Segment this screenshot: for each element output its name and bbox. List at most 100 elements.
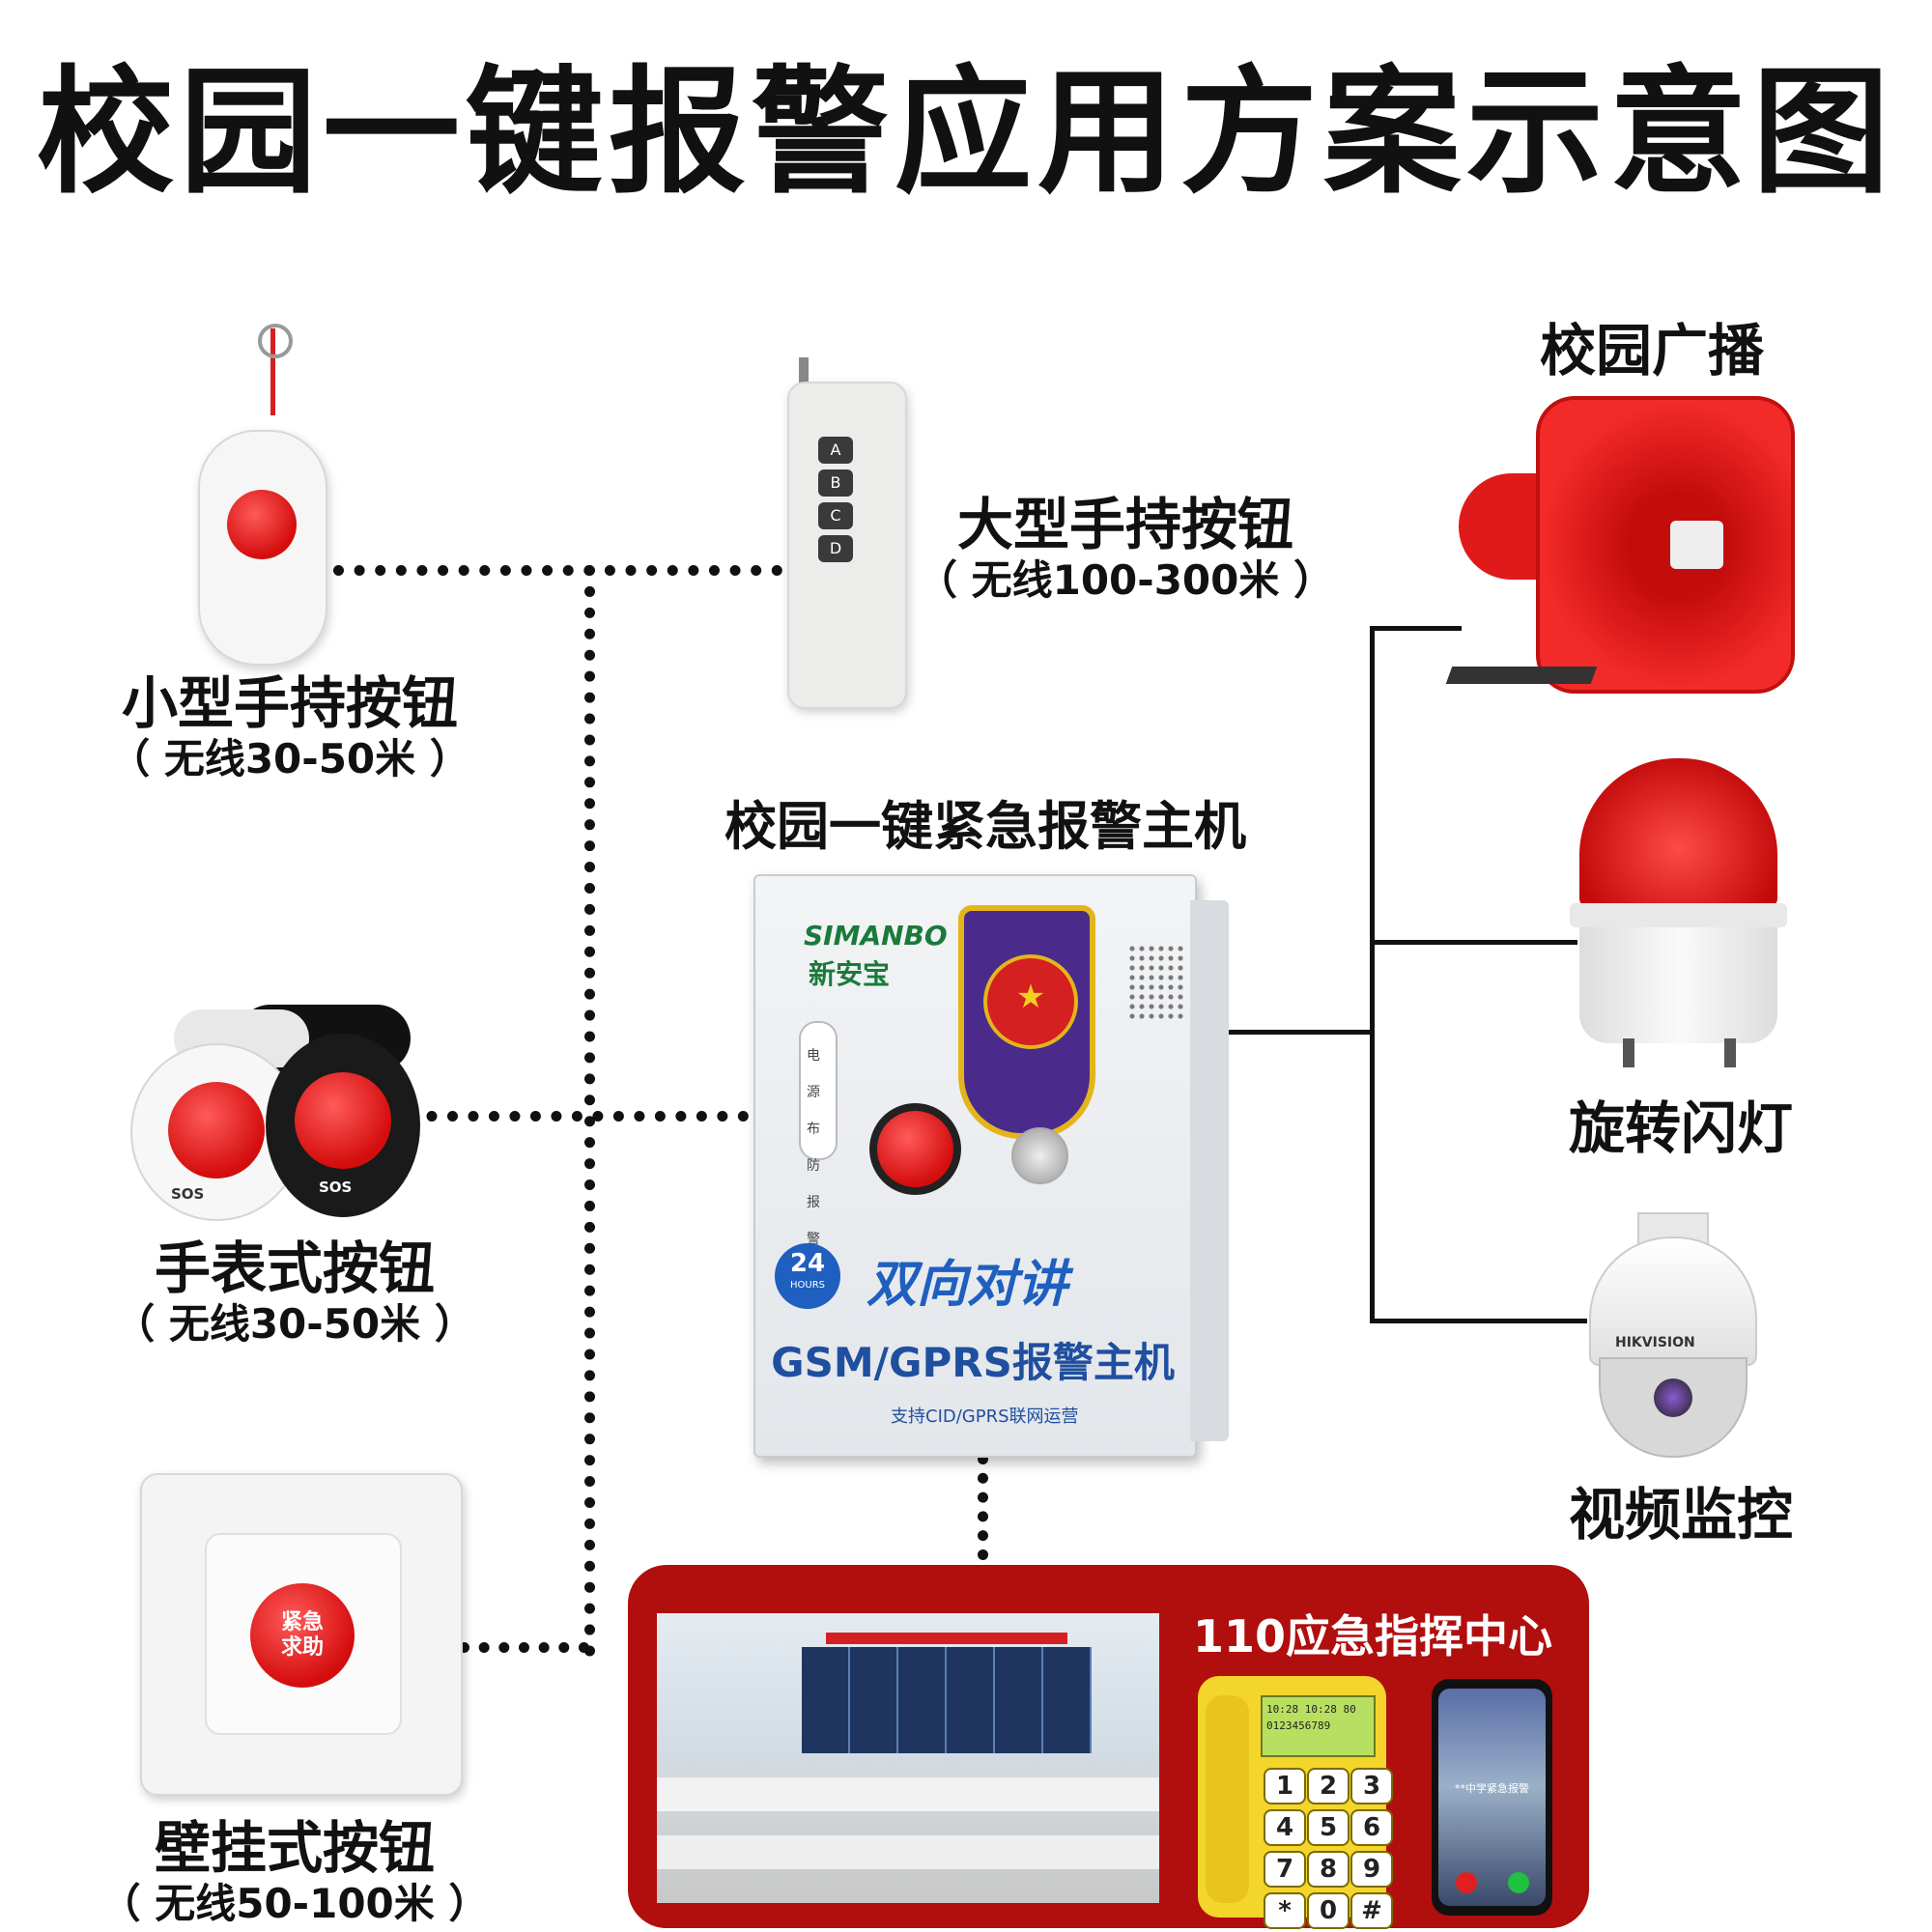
- strobe-ring: [1570, 903, 1787, 927]
- phone-lcd-line1: 10:28 10:28 80: [1266, 1703, 1356, 1716]
- wall-button-name: 壁挂式按钮: [154, 1815, 435, 1881]
- speaker-grille-icon: [1127, 944, 1185, 1021]
- camera-label: 视频监控: [1526, 1483, 1835, 1548]
- large-button-label: 大型手持按钮 （ 无线100-300米 ）: [903, 493, 1348, 604]
- accept-call-icon: [1508, 1872, 1529, 1893]
- small-button-body: [198, 430, 327, 666]
- watch-button-range: （ 无线30-50米 ）: [114, 1299, 475, 1348]
- watch-white-red-key: [168, 1082, 265, 1179]
- watch-black-body: SOS: [266, 1034, 420, 1217]
- wall-button-text: 紧急求助: [280, 1610, 324, 1660]
- indicator-arm: 布防: [807, 1122, 820, 1174]
- watch-black-red-key: [295, 1072, 391, 1169]
- host-indicator-panel: 电源 布防 报警: [799, 1021, 838, 1247]
- desk-phone-image: 10:28 10:28 80 0123456789 1 2 3 4 5 6 7 …: [1198, 1676, 1393, 1929]
- strobe-dome: [1579, 758, 1777, 908]
- phone-lcd-line2: 0123456789: [1266, 1719, 1331, 1732]
- host-brand-cn: 新安宝: [809, 958, 891, 990]
- hours-24-icon: 24 HOURS: [775, 1243, 840, 1309]
- host-indicators: 电源 布防 报警: [807, 1037, 826, 1258]
- indicator-power: 电源: [807, 1048, 820, 1100]
- mobile-phone-image: **中学紧急报警: [1432, 1679, 1552, 1916]
- host-name: 校园一键紧急报警主机: [724, 796, 1246, 857]
- phone-key: 6: [1350, 1809, 1393, 1846]
- strobe-light-image: [1570, 758, 1787, 1072]
- phone-keypad: 1 2 3 4 5 6 7 8 9 * 0 #: [1264, 1768, 1393, 1929]
- connector-small-to-trunk: [333, 565, 782, 576]
- phone-key: *: [1264, 1892, 1306, 1929]
- phone-key: 2: [1307, 1768, 1350, 1804]
- host-brand-en: SIMANBO: [804, 920, 948, 952]
- small-button-name: 小型手持按钮: [121, 670, 458, 736]
- dome-camera-image: HIKVISION: [1584, 1212, 1758, 1463]
- strobe-screw-left: [1623, 1038, 1634, 1067]
- key-ring: [258, 324, 293, 358]
- phone-key: 0: [1307, 1892, 1350, 1929]
- phone-handset: [1206, 1695, 1249, 1903]
- watch-button-label: 手表式按钮 （ 无线30-50米 ）: [92, 1236, 497, 1348]
- strobe-label: 旋转闪灯: [1526, 1096, 1835, 1161]
- desks-row-1: [657, 1777, 1159, 1811]
- phone-key: #: [1350, 1892, 1393, 1929]
- connector-to-strobe: [1370, 940, 1577, 945]
- wall-button-label: 壁挂式按钮 （ 无线50-100米 ）: [82, 1816, 507, 1927]
- alarm-host-image: SIMANBO 新安宝 ★ 电源 布防 报警 24 HOURS 双向对讲 GSM…: [753, 874, 1229, 1458]
- connector-host-to-outputs: [1219, 1030, 1374, 1035]
- small-button-red-key: [227, 490, 297, 559]
- phone-key: 3: [1350, 1768, 1393, 1804]
- small-button-label: 小型手持按钮 （ 无线30-50米 ）: [87, 671, 493, 782]
- remote-key-c: C: [818, 502, 853, 529]
- phone-key: 4: [1264, 1809, 1306, 1846]
- horn-center-cap: [1670, 521, 1723, 569]
- led-banner: [826, 1633, 1067, 1644]
- command-center-photo: [657, 1613, 1159, 1903]
- camera-lens-icon: [1654, 1378, 1692, 1417]
- decline-call-icon: [1456, 1872, 1477, 1893]
- camera-brand: HIKVISION: [1615, 1335, 1695, 1350]
- host-side: [1190, 900, 1229, 1441]
- mobile-screen: **中学紧急报警: [1438, 1689, 1546, 1906]
- phone-key: 8: [1307, 1851, 1350, 1888]
- strobe-name: 旋转闪灯: [1568, 1095, 1793, 1161]
- remote-body: A B C D: [787, 382, 907, 709]
- page-title: 校园一键报警应用方案示意图: [37, 53, 1895, 213]
- phone-key: 9: [1350, 1851, 1393, 1888]
- connector-output-bus: [1370, 626, 1375, 1321]
- large-handheld-button-image: A B C D: [787, 357, 908, 710]
- camera-name: 视频监控: [1568, 1482, 1793, 1548]
- remote-key-d: D: [818, 535, 853, 562]
- wall-button-range: （ 无线50-100米 ）: [99, 1879, 490, 1927]
- broadcast-name: 校园广播: [1539, 318, 1764, 384]
- hours-num: 24: [789, 1249, 826, 1278]
- connector-wall-to-trunk: [459, 1642, 589, 1653]
- connector-host-to-center: [978, 1454, 988, 1560]
- command-center-panel: 110应急指挥中心 10:28 10:28 80 0123456789 1 2 …: [628, 1565, 1589, 1929]
- connector-watch-to-host: [406, 1111, 749, 1122]
- host-intercom-text: 双向对讲: [867, 1256, 1068, 1314]
- wall-button-red-key: 紧急求助: [250, 1583, 355, 1688]
- video-wall: [802, 1647, 1092, 1753]
- lanyard: [270, 328, 293, 415]
- broadcast-horn-image: [1445, 386, 1797, 715]
- horn-bell: [1536, 396, 1795, 694]
- large-button-range: （ 无线100-300米 ）: [916, 555, 1335, 604]
- strobe-screw-right: [1724, 1038, 1736, 1067]
- watch-button-image: SOS SOS: [130, 985, 425, 1221]
- host-label: 校园一键紧急报警主机: [667, 796, 1304, 857]
- watch-button-name: 手表式按钮: [154, 1236, 435, 1301]
- host-alarm-button: [877, 1111, 953, 1187]
- horn-bracket: [1445, 667, 1598, 684]
- remote-key-b: B: [818, 469, 853, 497]
- host-alarm-button-bezel: [869, 1103, 961, 1195]
- phone-lcd: 10:28 10:28 80 0123456789: [1261, 1695, 1376, 1757]
- connector-to-broadcast: [1370, 626, 1462, 631]
- large-button-name: 大型手持按钮: [956, 492, 1293, 557]
- camera-housing: HIKVISION: [1589, 1236, 1757, 1366]
- antenna: [799, 357, 809, 386]
- small-button-range: （ 无线30-50米 ）: [109, 734, 470, 782]
- small-handheld-button-image: [198, 290, 382, 667]
- camera-dome: [1599, 1357, 1747, 1458]
- host-support-text: 支持CID/GPRS联网运营: [891, 1406, 1079, 1427]
- wall-button-image: 紧急求助: [140, 1473, 463, 1796]
- phone-key: 5: [1307, 1809, 1350, 1846]
